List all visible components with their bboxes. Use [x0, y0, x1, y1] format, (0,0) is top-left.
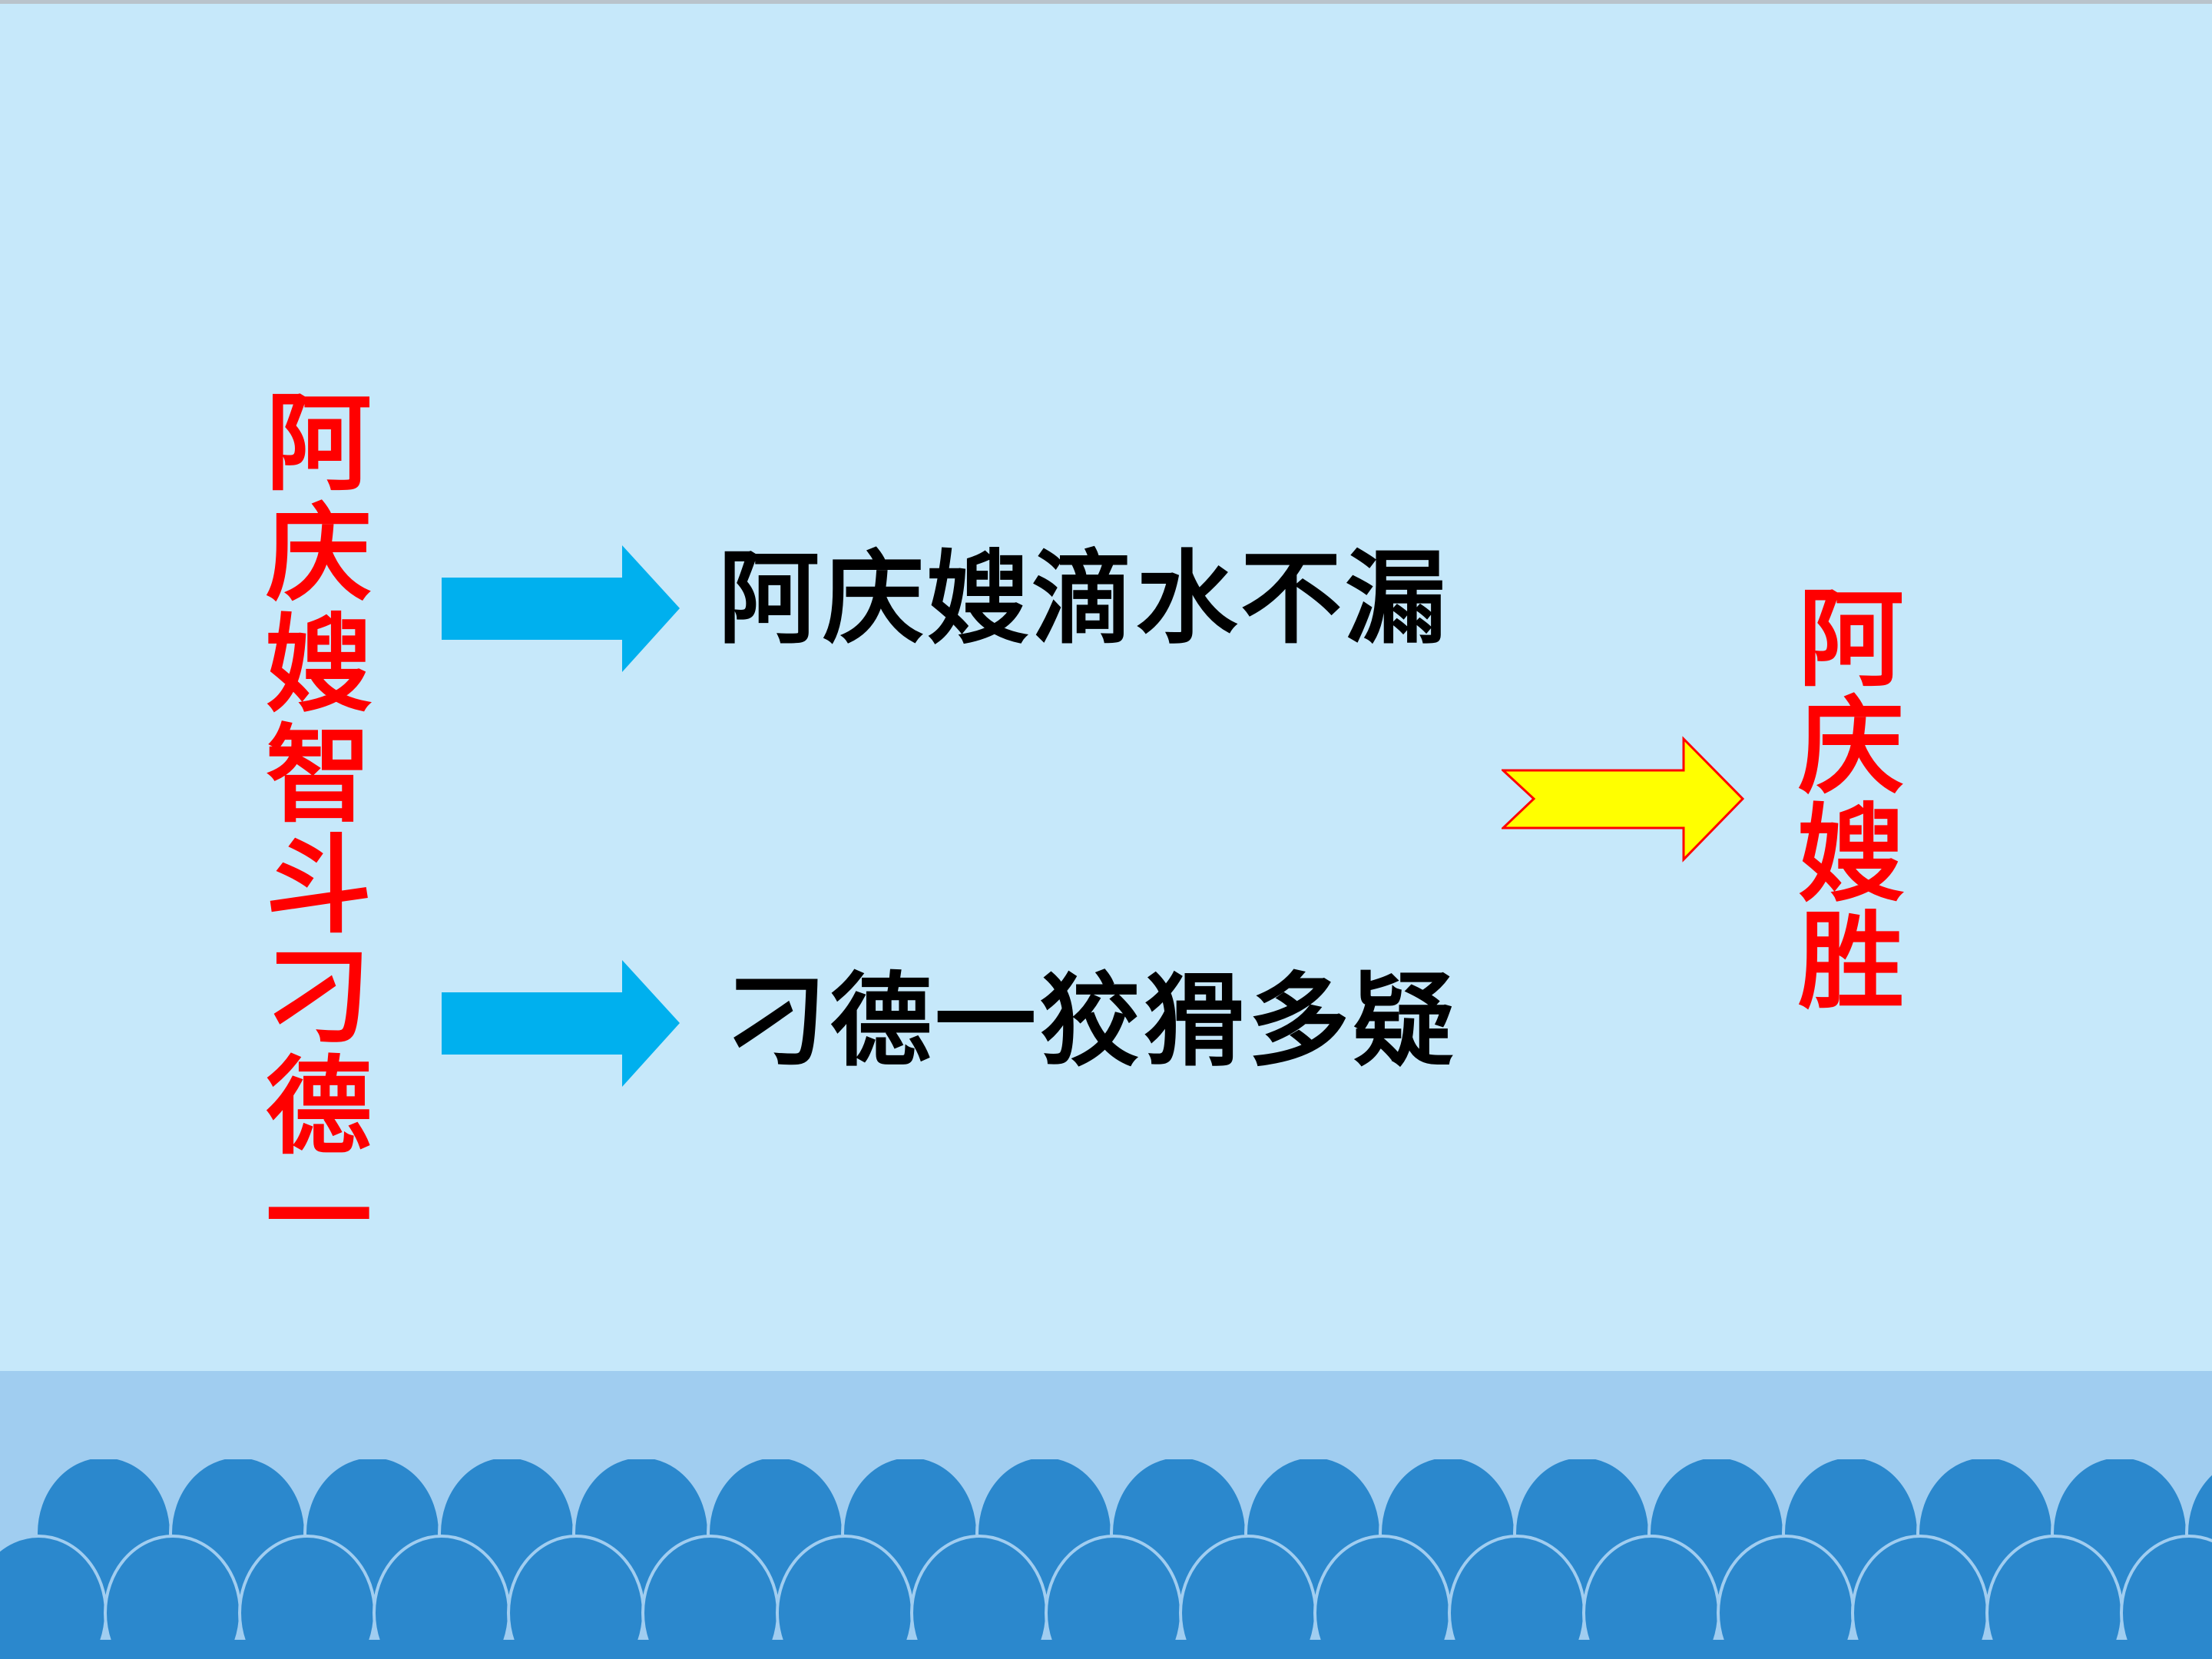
branch-arrow-bottom	[442, 960, 680, 1087]
result-arrow	[1502, 736, 1745, 863]
top-border-line	[0, 0, 2212, 4]
wave-scallop	[2120, 1535, 2212, 1659]
main-title-vertical: 阿庆嫂智斗刁德一	[265, 380, 372, 1280]
branch-arrow-top	[442, 545, 680, 672]
result-title-vertical: 阿庆嫂胜	[1797, 576, 1904, 1024]
branch-label-top: 阿庆嫂滴水不漏	[718, 539, 1449, 658]
wave-base	[0, 1640, 2212, 1659]
wave-decoration	[0, 1459, 2212, 1659]
branch-label-bottom: 刁德一狡猾多疑	[726, 962, 1457, 1081]
